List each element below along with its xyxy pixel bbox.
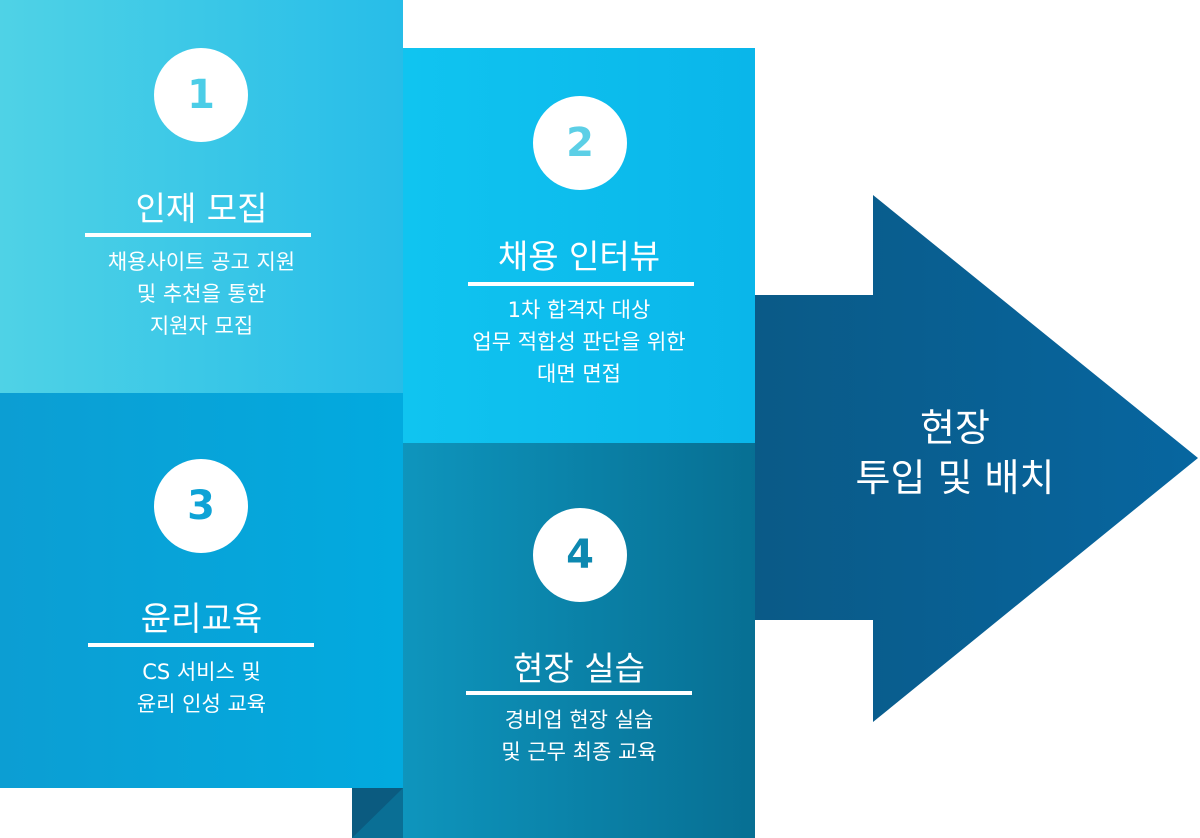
step-2-desc-line: 1차 합격자 대상 [507, 298, 651, 322]
step-1-desc-line: 지원자 모집 [149, 314, 254, 338]
step-1-description: 채용사이트 공고 지원 및 추천을 통한 지원자 모집 [0, 246, 403, 342]
goal-line-1: 현장 [920, 406, 990, 450]
goal-line-2: 투입 및 배치 [855, 456, 1055, 500]
step-3-title: 윤리교육 [140, 599, 263, 638]
step-1-number: 1 [187, 72, 215, 118]
step-2-description: 1차 합격자 대상 업무 적합성 판단을 위한 대면 면접 [403, 294, 755, 390]
step-1-desc-line: 및 추천을 통한 [136, 282, 267, 306]
step-4-panel [403, 443, 755, 838]
step-2-divider [468, 282, 694, 286]
step-2-number: 2 [566, 120, 594, 166]
step-3-divider [88, 643, 314, 647]
step-3-panel [0, 393, 403, 788]
step-4-number: 4 [566, 532, 594, 578]
step-3-number: 3 [187, 483, 215, 529]
step-4-title: 현장 실습 [513, 649, 645, 688]
step-2-number-badge: 2 [533, 96, 627, 190]
step-2-title: 채용 인터뷰 [497, 237, 661, 276]
step-2-desc-line: 대면 면접 [537, 362, 621, 386]
step-1-title: 인재 모집 [135, 189, 268, 228]
step-2-desc-line: 업무 적합성 판단을 위한 [472, 330, 686, 354]
step-3-number-badge: 3 [154, 459, 248, 553]
step-1-divider [85, 233, 311, 237]
step-1-desc-line: 채용사이트 공고 지원 [107, 250, 296, 274]
step-3-desc-line: CS 서비스 및 [142, 660, 261, 684]
step-3-description: CS 서비스 및 윤리 인성 교육 [0, 656, 403, 720]
step-4-desc-line: 및 근무 최종 교육 [501, 740, 657, 764]
step-4-description: 경비업 현장 실습 및 근무 최종 교육 [403, 704, 755, 768]
step-1-number-badge: 1 [154, 48, 248, 142]
step-4-divider [466, 691, 692, 695]
step-4-number-badge: 4 [533, 508, 627, 602]
goal-label: 현장 투입 및 배치 [790, 403, 1120, 503]
step-3-desc-line: 윤리 인성 교육 [136, 692, 267, 716]
step-4-desc-line: 경비업 현장 실습 [504, 708, 654, 732]
fold-shadow [352, 788, 403, 838]
